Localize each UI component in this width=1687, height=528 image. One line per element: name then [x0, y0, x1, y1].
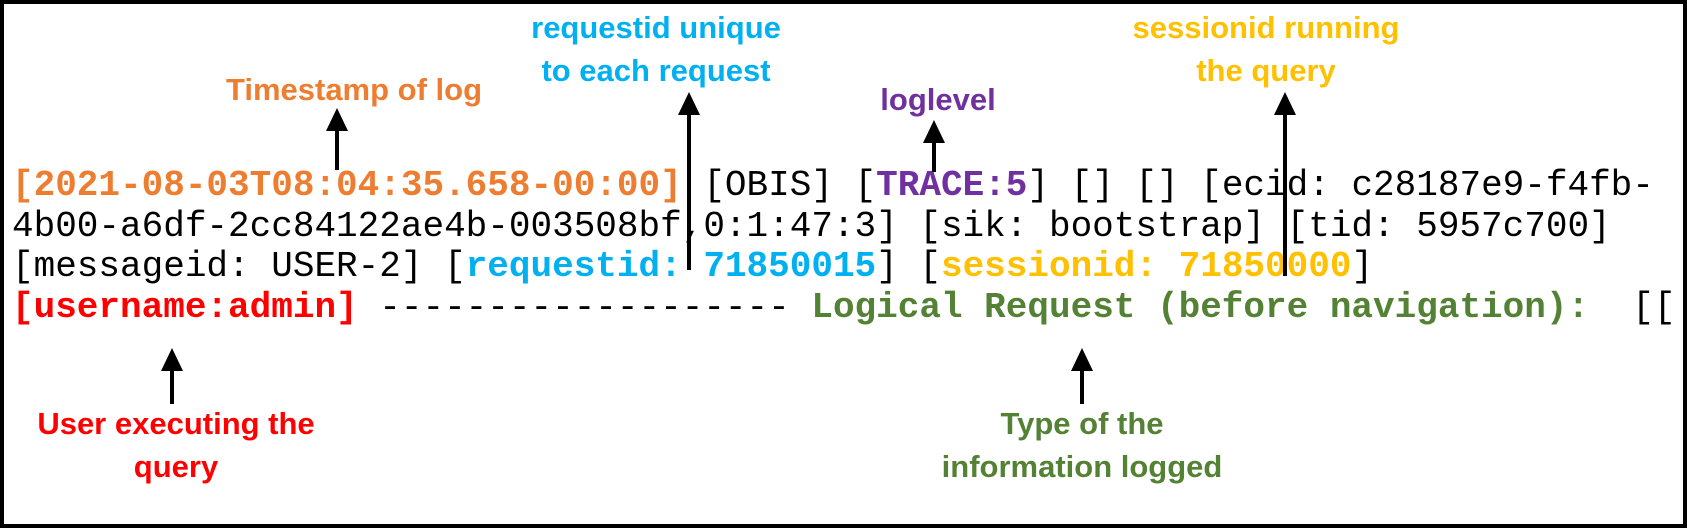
- log-segment: [[: [1589, 286, 1676, 328]
- annotation-label-line: loglevel: [880, 82, 996, 117]
- sessionid-arrow: [1274, 92, 1296, 276]
- loglevel-arrow: [923, 120, 945, 172]
- annotation-label-logtype: Type of the information logged: [942, 402, 1223, 488]
- timestamp-token: [2021-08-03T08:04:35.658-00:00]: [12, 165, 682, 206]
- annotation-label-line: Type of the: [1000, 406, 1164, 441]
- annotation-label-requestid: requestid unique to each request: [531, 6, 781, 92]
- annotation-label-loglevel: loglevel: [880, 78, 995, 121]
- log-line-4: [username:admin] ------------------- Log…: [12, 286, 1676, 329]
- requestid-token: requestid: 71850015: [465, 246, 877, 287]
- username-token: [username:admin]: [12, 286, 358, 328]
- log-segment: [messageid: USER-2] [: [12, 246, 466, 287]
- log-segment: ]: [1351, 246, 1374, 287]
- log-line-3: [messageid: USER-2] [requestid: 71850015…: [12, 246, 1676, 288]
- annotation-label-username: User executing the query: [37, 402, 314, 488]
- log-segment: [OBIS] [: [681, 165, 877, 206]
- annotation-label-line: sessionid running: [1132, 10, 1400, 45]
- log-line-2: 4b00-a6df-2cc84122ae4b-003508bf,0:1:47:3…: [12, 205, 1676, 248]
- log-segment: -------------------: [357, 286, 812, 328]
- annotation-label-line: information logged: [941, 449, 1223, 484]
- timestamp-arrow: [326, 108, 348, 170]
- annotation-label-line: to each request: [541, 53, 771, 88]
- arrow-up-icon: [326, 108, 348, 131]
- arrow-line: [335, 131, 339, 170]
- log-segment: ] [: [876, 246, 941, 287]
- arrow-up-icon: [1274, 92, 1296, 115]
- arrow-up-icon: [678, 92, 700, 115]
- log-text: [2021-08-03T08:04:35.658-00:00] [OBIS] […: [12, 165, 1676, 329]
- log-segment: 4b00-a6df-2cc84122ae4b-003508bf,0:1:47:3…: [12, 205, 1611, 247]
- arrow-line: [1283, 115, 1287, 276]
- log-line-1: [2021-08-03T08:04:35.658-00:00] [OBIS] […: [12, 165, 1676, 207]
- log-segment: ] [] [] [ecid: c28187e9-f4fb-: [1027, 165, 1654, 206]
- annotation-label-line: Timestamp of log: [225, 72, 483, 107]
- annotation-label-line: requestid unique: [531, 10, 781, 45]
- requestid-arrow: [678, 92, 700, 270]
- arrow-line: [687, 115, 691, 270]
- annotation-label-line: User executing the: [37, 406, 315, 441]
- message-type-token: Logical Request (before navigation):: [811, 286, 1590, 328]
- sessionid-token: sessionid: 71850000: [940, 246, 1352, 287]
- arrow-line: [1080, 371, 1084, 404]
- annotation-label-line: the query: [1196, 53, 1336, 88]
- arrow-up-icon: [923, 120, 945, 143]
- logtype-arrow: [1071, 348, 1093, 404]
- arrow-up-icon: [161, 348, 183, 371]
- annotation-label-line: query: [133, 449, 219, 484]
- annotation-label-sessionid: sessionid running the query: [1133, 6, 1400, 92]
- arrow-up-icon: [1071, 348, 1093, 371]
- username-arrow: [161, 348, 183, 404]
- arrow-line: [932, 143, 936, 172]
- loglevel-token: TRACE:5: [876, 165, 1028, 206]
- annotation-label-timestamp: Timestamp of log: [226, 68, 482, 111]
- arrow-line: [170, 371, 174, 404]
